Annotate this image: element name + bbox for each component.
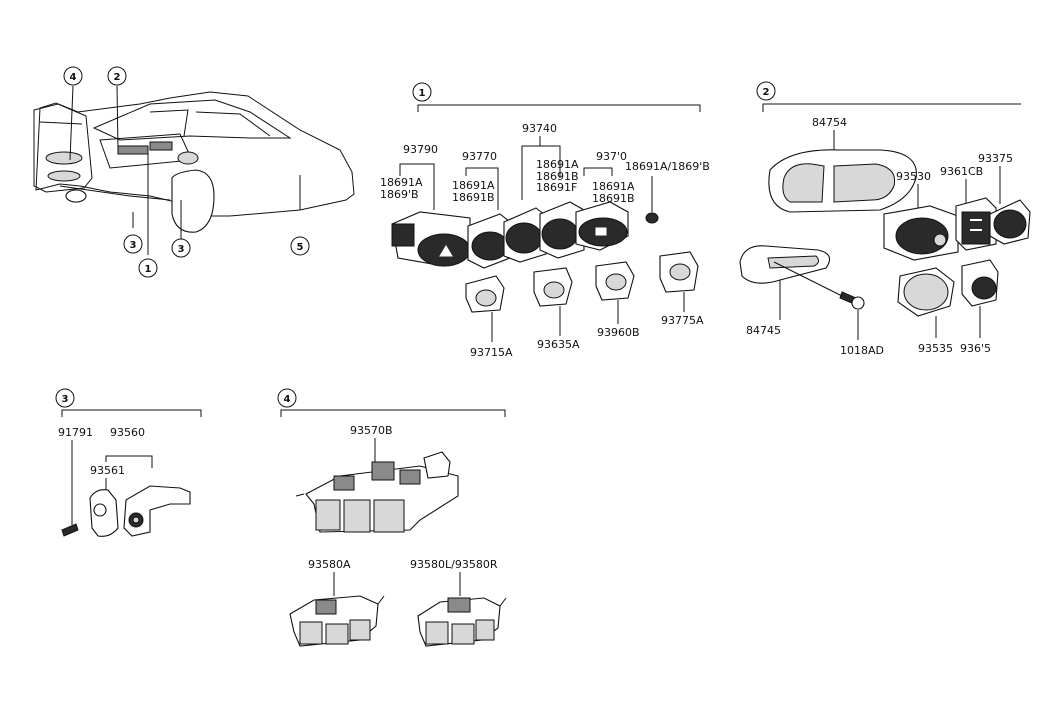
screw-1018ad bbox=[851, 296, 865, 310]
label-93570b: 93570B bbox=[350, 424, 393, 437]
door-switch-body bbox=[123, 485, 191, 537]
label-18691b-2: 18691B bbox=[452, 191, 495, 204]
section-1-callout-label: 1 bbox=[419, 88, 426, 99]
label-93561: 93561 bbox=[90, 464, 125, 477]
label-93615: 936'5 bbox=[960, 342, 991, 355]
label-9361cb: 9361CB bbox=[940, 165, 983, 178]
label-93790: 93790 bbox=[403, 143, 438, 156]
label-18691b-3: 18691B bbox=[536, 170, 579, 183]
label-18691a-4: 18691A bbox=[592, 180, 635, 193]
label-93715a: 93715A bbox=[470, 346, 513, 359]
label-18691f-3: 18691F bbox=[536, 181, 577, 194]
label-93580l-93580r: 93580L/93580R bbox=[410, 558, 498, 571]
section-1-callout bbox=[412, 82, 432, 102]
label-93375: 93375 bbox=[978, 152, 1013, 165]
bulb-part bbox=[645, 212, 659, 224]
car-marker-5 bbox=[290, 236, 310, 256]
label-91791: 91791 bbox=[58, 426, 93, 439]
section-3: 3 91791 93560 93561 bbox=[55, 388, 202, 537]
section-2-callout bbox=[756, 81, 776, 101]
label-18691a-2: 18691A bbox=[452, 179, 495, 192]
car-marker-1-label: 1 bbox=[145, 264, 152, 275]
section-2-callout-label: 2 bbox=[763, 87, 770, 98]
car-marker-2 bbox=[107, 66, 127, 86]
label-93770: 93770 bbox=[462, 150, 497, 163]
label-18691a-3: 18691A bbox=[536, 158, 579, 171]
caps-row bbox=[465, 251, 699, 313]
car-marker-5-label: 5 bbox=[297, 242, 304, 253]
car-marker-3a bbox=[123, 234, 143, 254]
label-93560: 93560 bbox=[110, 426, 145, 439]
label-18691b-4: 18691B bbox=[592, 192, 635, 205]
window-switch-93580a bbox=[289, 595, 385, 647]
section-4-callout-label: 4 bbox=[284, 394, 291, 405]
label-93710: 937'0 bbox=[596, 150, 627, 163]
section-3-callout bbox=[55, 388, 75, 408]
label-93960b: 93960B bbox=[597, 326, 640, 339]
section-2: 2 84754 93375 93530 9361CB 84745 bbox=[739, 81, 1031, 357]
label-93580a: 93580A bbox=[308, 558, 351, 571]
label-1018ad: 1018AD bbox=[840, 344, 884, 357]
label-93530: 93530 bbox=[896, 170, 931, 183]
section-4: 4 93570B 93580A 93580L/93580R bbox=[277, 388, 507, 647]
label-93775a: 93775A bbox=[661, 314, 704, 327]
label-93740: 93740 bbox=[522, 122, 557, 135]
car-overview: 4 2 3 1 3 5 bbox=[33, 66, 355, 278]
label-18691a-1: 18691A bbox=[380, 176, 423, 189]
car-marker-4-label: 4 bbox=[70, 72, 77, 83]
car-marker-3b bbox=[171, 238, 191, 258]
car-marker-2-label: 2 bbox=[114, 72, 121, 83]
section-3-callout-label: 3 bbox=[62, 394, 69, 405]
section-1: 1 93740 93790 18691A 1869'B 93770 18691A… bbox=[380, 82, 710, 359]
label-84745: 84745 bbox=[746, 324, 781, 337]
label-93635a: 93635A bbox=[537, 338, 580, 351]
main-window-switch-93570b bbox=[295, 451, 459, 533]
label-18691a-1869b: 18691A/1869'B bbox=[625, 160, 710, 173]
section-4-callout bbox=[277, 388, 297, 408]
label-93535: 93535 bbox=[918, 342, 953, 355]
switch-row bbox=[391, 201, 629, 269]
car-marker-4 bbox=[63, 66, 83, 86]
label-84754: 84754 bbox=[812, 116, 847, 129]
screw-91791 bbox=[61, 523, 79, 537]
window-switch-93580lr bbox=[417, 597, 507, 647]
car-marker-3a-label: 3 bbox=[130, 240, 137, 251]
car-marker-3b-label: 3 bbox=[178, 244, 185, 255]
label-1869b-1: 1869'B bbox=[380, 188, 419, 201]
car-marker-1 bbox=[138, 258, 158, 278]
